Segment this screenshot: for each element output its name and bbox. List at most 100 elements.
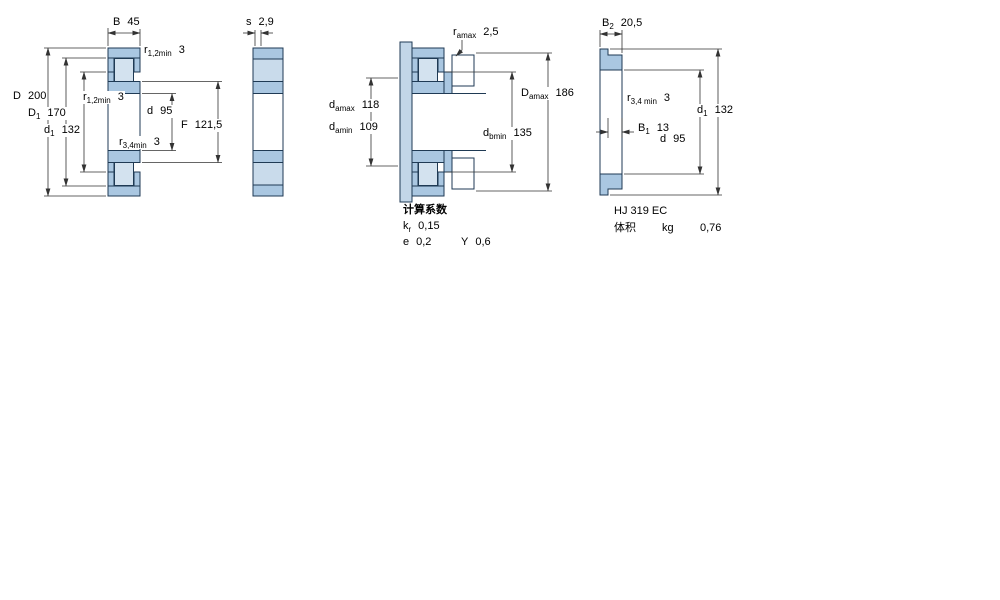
dim-base: D: [13, 90, 21, 102]
abutment-spacer: [399, 41, 413, 203]
side-band: [252, 150, 284, 163]
side-band: [252, 81, 284, 94]
roller: [114, 162, 134, 186]
dim-base: d: [329, 121, 336, 133]
drawing3-dimension-lines: [366, 40, 552, 192]
inner-ring-flange: [107, 162, 115, 173]
dim-value: 200: [27, 90, 47, 102]
dim-base: r: [453, 26, 457, 38]
dim-ra: ramax 2,5: [452, 26, 500, 41]
dim-value: 132: [61, 124, 80, 136]
dim-sub: 1,2min: [86, 96, 111, 106]
dim-value: 95: [673, 133, 686, 145]
dim-value: 95: [160, 105, 173, 117]
side-band: [252, 184, 284, 197]
dim-value: 20,5: [620, 17, 643, 29]
dim-sub: 1,2min: [147, 49, 172, 59]
dim-value: 121,5: [194, 119, 223, 131]
dim-base: F: [181, 119, 188, 131]
dim-sub: 1: [35, 112, 41, 122]
outer-ring-top: [107, 47, 141, 59]
outer-ring-flange: [411, 57, 419, 73]
angle-ring-flange: [443, 71, 453, 94]
outer-ring-flange: [437, 171, 445, 187]
side-band: [252, 58, 284, 82]
inner-ring-top: [411, 81, 445, 94]
dim-value: 109: [359, 121, 378, 133]
dim-value: 2,5: [483, 26, 499, 38]
inner-ring-flange: [411, 162, 419, 173]
dim-sub: 1: [50, 129, 55, 139]
outer-ring-flange: [133, 171, 141, 187]
dim-value: 2,9: [258, 16, 274, 28]
dim-sub: 3,4min: [122, 141, 147, 151]
dim-sub: amax: [456, 31, 477, 41]
dim-D1: D1 170: [27, 107, 67, 122]
dim-sub: 3,4 min: [630, 97, 657, 107]
angle-ring-top: [599, 48, 623, 71]
angle-ring-drawing: [599, 48, 623, 196]
roller: [418, 58, 438, 82]
inner-ring-bottom: [411, 150, 445, 163]
dim-sub: bmin: [489, 132, 507, 142]
dim-base: d: [483, 127, 490, 139]
angle-ring-bottom: [599, 173, 623, 196]
dim-base: Y: [461, 236, 469, 248]
dim-value: 170: [47, 107, 66, 119]
dim-base: r: [119, 136, 123, 148]
inner-ring-flange: [411, 71, 419, 82]
dim-value: 3: [663, 92, 671, 104]
angle-ring-flange: [443, 150, 453, 173]
dim-value: 132: [714, 104, 733, 116]
dim-value: 45: [127, 16, 140, 28]
calc-factors-title: 计算系数: [402, 204, 448, 218]
dim-F: F 121,5: [180, 119, 224, 132]
outer-ring-flange: [133, 57, 141, 73]
dim-d1-hj: d1 132: [696, 104, 734, 119]
dim-base: D: [28, 107, 36, 119]
shaft-abutment: [451, 157, 475, 190]
dim-base: B: [113, 16, 121, 28]
dim-base: e: [403, 236, 410, 248]
dim-base: B: [602, 17, 610, 29]
dim-value: 0,2: [416, 236, 432, 248]
dim-value: 3: [178, 44, 185, 56]
dim-base: d: [660, 133, 667, 145]
outer-ring-top: [411, 47, 445, 59]
leader-ra: [455, 40, 464, 57]
drawing1-dimension-lines: [44, 28, 222, 197]
dim-sub: r: [408, 225, 412, 235]
dim-value: 0,15: [418, 220, 440, 232]
dim-d-hj: d 95: [659, 133, 687, 146]
dim-B2: B2 20,5: [601, 17, 644, 32]
dim-sub: 1: [703, 109, 708, 119]
dim-base: d: [147, 105, 154, 117]
dim-sub: amax: [335, 104, 355, 114]
dim-d: d 95: [146, 105, 174, 118]
outer-ring-bottom: [411, 185, 445, 197]
inner-ring-bottom: [107, 150, 141, 163]
dim-sub: 2: [609, 22, 614, 32]
dim-D: D 200: [12, 90, 48, 103]
mass-label: 体积: [613, 222, 637, 236]
mass-value: 0,76: [699, 222, 723, 236]
dim-value: 135: [513, 127, 532, 139]
drawing2-dimension-lines: [243, 30, 273, 46]
dim-sub: amax: [528, 92, 549, 102]
roller: [114, 58, 134, 82]
outer-ring-flange: [107, 57, 115, 73]
roller: [418, 162, 438, 186]
dim-dbmin: dbmin 135: [482, 127, 533, 142]
dim-sub: amin: [335, 126, 353, 136]
dim-base: d: [697, 104, 704, 116]
dim-base: r: [144, 44, 148, 56]
